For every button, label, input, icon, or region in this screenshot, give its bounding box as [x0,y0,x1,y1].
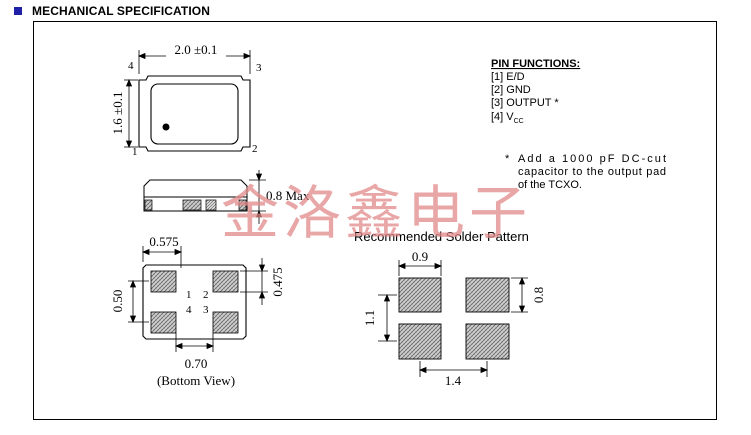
section-title: MECHANICAL SPECIFICATION [32,4,210,18]
pad-pitch-horizontal-label: 0.70 [185,356,208,371]
vcc-subscript: CC [514,118,524,125]
side-pad-center-left [182,199,202,211]
pin1-marker-dot [162,123,170,131]
bottom-view-caption: (Bottom View) [157,373,235,388]
spec-frame [33,21,717,420]
corner-label-3: 3 [256,62,262,74]
top-height-label: 1.6 ±0.1 [110,92,125,135]
bottom-pin-4: 4 [186,304,192,316]
note-line-1: Add a 1000 pF DC-cut [518,153,666,165]
top-width-label: 2.0 ±0.1 [175,42,218,57]
side-pad-center-right [205,199,217,211]
pin-function-1: [1] E/D [491,71,525,83]
bottom-pin-2: 2 [203,289,209,301]
bottom-pad-3-top-right [212,270,239,293]
side-view: 0.8 Max [143,170,310,224]
solder-pitch-vertical-label: 1.1 [362,310,377,326]
side-height-label: 0.8 Max [266,188,310,203]
note-line-2: capacitor to the output pad [518,166,666,178]
solder-pitch-vertical-dimension [378,293,397,343]
solder-height-dimension [511,276,528,314]
corner-label-4: 4 [128,60,134,72]
top-height-dimension [124,78,138,149]
bottom-pad-4-top-left [150,270,177,293]
pad-height-dimension [240,258,268,305]
corner-label-1: 1 [132,146,138,158]
pin-functions: PIN FUNCTIONS: [1] E/D [2] GND [3] OUTPU… [491,58,580,125]
top-view: 2.0 ±0.1 1.6 ±0.1 4 3 1 2 [110,42,262,158]
section-bullet [14,7,22,15]
section-header: MECHANICAL SPECIFICATION [14,4,210,18]
bottom-pad-1-bottom-left [150,311,177,334]
bottom-view: 1 2 4 3 0.575 0.475 0.50 [110,234,285,388]
solder-height-label: 0.8 [531,287,546,303]
note-marker: * [505,153,510,165]
pad-width-label: 0.575 [149,234,178,249]
side-height-dimension [249,170,266,224]
pin-function-4: [4] VCC [491,111,524,125]
solder-pad-top-right [465,277,510,313]
solder-pad-bottom-left [398,323,442,360]
pad-width-dimension [141,246,183,268]
pin-functions-title: PIN FUNCTIONS: [491,58,580,70]
pin-function-3: [3] OUTPUT * [491,97,559,109]
corner-label-2: 2 [252,143,258,155]
solder-pattern-title: Recommended Solder Pattern [354,229,529,244]
watermark: 金洛鑫电子 [221,181,531,246]
pad-pitch-horizontal-dimension [174,333,215,352]
solder-pitch-horizontal-label: 1.4 [445,373,462,388]
side-pad-left [144,199,153,211]
solder-pitch-horizontal-dimension [418,361,489,377]
bottom-pad-2-bottom-right [212,311,239,334]
solder-width-dimension [397,260,443,276]
side-pad-right [238,199,247,211]
output-note: * Add a 1000 pF DC-cut capacitor to the … [505,153,666,191]
bottom-pin-3: 3 [203,304,209,316]
solder-pattern: Recommended Solder Pattern 0.9 0.8 [354,229,546,388]
solder-width-label: 0.9 [412,249,428,264]
pad-pitch-vertical-label: 0.50 [110,290,125,313]
pad-pitch-vertical-dimension [128,279,149,324]
bottom-pin-1: 1 [186,289,192,301]
note-line-3: of the TCXO. [518,179,582,191]
top-view-outline [138,75,251,152]
pin-function-2: [2] GND [491,84,531,96]
solder-pad-top-left [398,277,442,313]
pad-height-label: 0.475 [270,267,285,296]
solder-pad-bottom-right [465,323,510,360]
